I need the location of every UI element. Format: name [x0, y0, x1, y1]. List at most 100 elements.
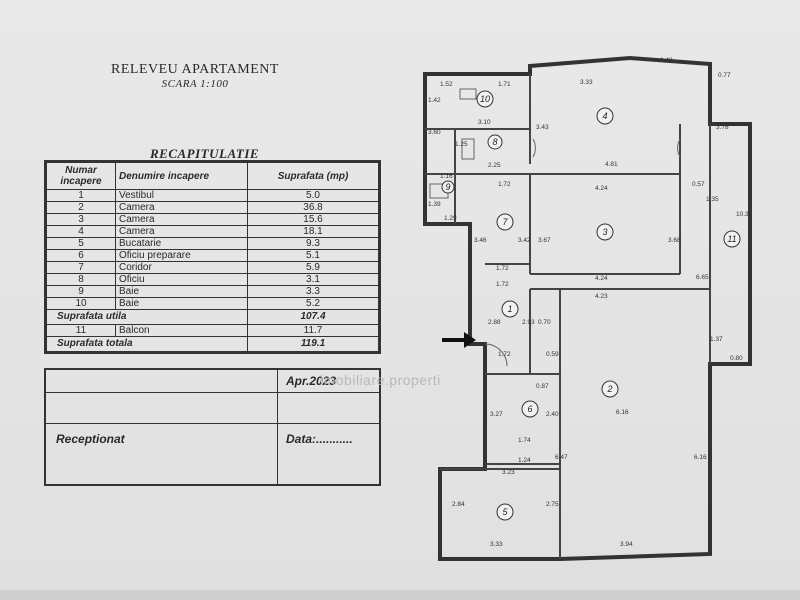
row-room: Vestibul: [115, 189, 248, 202]
total-area-value: 119.1: [247, 336, 379, 352]
bottom-edge: [0, 590, 800, 600]
col-header-area: Suprafata (mp): [247, 162, 379, 190]
dimension-label: 1.25: [455, 141, 468, 148]
dimension-label: 0.70: [538, 319, 551, 326]
row-room: Oficiu: [115, 273, 248, 286]
col-header-name: Denumire incapere: [115, 162, 248, 190]
dimension-label: 1.72: [496, 281, 509, 288]
recap-table: Numar incapere Denumire incapere Suprafa…: [44, 160, 381, 354]
watermark: imobiliare.properti: [320, 372, 441, 388]
dimension-label: 3.42: [518, 237, 531, 244]
signature-divider: [277, 370, 278, 484]
dimension-label: 0.59: [546, 351, 559, 358]
received-label: Receptionat: [56, 432, 125, 446]
room-number-6: 6: [527, 404, 532, 414]
signature-row-2: [46, 393, 379, 424]
room-number-5: 5: [502, 507, 508, 517]
dimension-label: 3.23: [502, 469, 515, 476]
dimension-label: 1.29: [444, 215, 457, 222]
room-2-marker: [601, 380, 619, 398]
dimension-label: 2.93: [522, 319, 535, 326]
dimension-label: 6.16: [616, 409, 629, 416]
dimension-label: 3.60: [428, 129, 441, 136]
room-number-4: 4: [602, 111, 607, 121]
row-area: 5.1: [247, 249, 379, 262]
useful-area-row: Suprafata utila 107.4: [46, 309, 379, 325]
room-number-3: 3: [602, 227, 607, 237]
room-8-marker: [487, 134, 503, 150]
dimension-label: 2.40: [546, 411, 559, 418]
dimension-label: 2.25: [488, 162, 501, 169]
room-number-10: 10: [480, 94, 490, 104]
row-number: 11: [46, 324, 116, 337]
row-area: 5.9: [247, 261, 379, 274]
row-number: 2: [46, 201, 116, 214]
dimension-label: 1.52: [440, 81, 453, 88]
row-area: 5.0: [247, 189, 379, 202]
row-room: Camera: [115, 225, 248, 238]
dimension-label: 3.27: [490, 411, 503, 418]
dimension-label: 10.36: [736, 211, 753, 218]
row-number: 9: [46, 285, 116, 298]
dimension-label: 4.23: [595, 293, 608, 300]
row-number: 6: [46, 249, 116, 262]
room-number-8: 8: [492, 137, 497, 147]
room-number-1: 1: [507, 304, 512, 314]
room-11-marker: [723, 230, 741, 248]
dimension-label: 1.24: [518, 457, 531, 464]
row-number: 5: [46, 237, 116, 250]
row-number: 7: [46, 261, 116, 274]
col-header-number: Numar incapere: [46, 162, 116, 190]
row-area: 5.2: [247, 297, 379, 310]
dimension-label: 0.77: [718, 72, 731, 79]
total-area-label: Suprafata totala: [46, 336, 248, 352]
dimension-label: 1.42: [428, 97, 441, 104]
dimension-label: 6.47: [555, 454, 568, 461]
document-title: RELEVEU APARTAMENT: [111, 62, 279, 77]
row-room: Coridor: [115, 261, 248, 274]
floor-plan: 1 2 3 4 5 6 7 8 9 10 11 1.52 1.71 3.33 1…: [423, 55, 753, 561]
dimension-label: 1.35: [706, 196, 719, 203]
dimension-label: 3.78: [716, 124, 729, 131]
dimension-label: 3.67: [538, 237, 551, 244]
dimension-label: 3.43: [536, 124, 549, 131]
dimension-label: 0.87: [536, 383, 549, 390]
room-1-marker: [501, 300, 519, 318]
dimension-label: 0.57: [692, 181, 705, 188]
date-field-label: Data:...........: [286, 432, 353, 446]
row-room: Balcon: [115, 324, 248, 337]
dimension-label: 4.81: [605, 161, 618, 168]
dimension-label: 1.37: [710, 336, 723, 343]
row-area: 3.1: [247, 273, 379, 286]
room-number-9: 9: [445, 182, 450, 192]
signature-block: Apr.2023 Receptionat Data:...........: [44, 368, 381, 486]
recap-header-row: Numar incapere Denumire incapere Suprafa…: [46, 162, 379, 190]
row-number: 1: [46, 189, 116, 202]
room-number-11: 11: [727, 234, 736, 244]
row-room: Baie: [115, 285, 248, 298]
dimension-label: 4.24: [595, 275, 608, 282]
row-area: 11.7: [247, 324, 379, 337]
dimension-label: 4.24: [595, 185, 608, 192]
row-number: 8: [46, 273, 116, 286]
row-area: 18.1: [247, 225, 379, 238]
dimension-label: 2.88: [488, 319, 501, 326]
dimension-label: 6.65: [696, 274, 709, 281]
room-10-marker: [476, 90, 494, 108]
row-number: 10: [46, 297, 116, 310]
room-7-marker: [496, 213, 514, 231]
room-number-7: 7: [502, 217, 508, 227]
row-number: 3: [46, 213, 116, 226]
dimension-label: 3.46: [474, 237, 487, 244]
